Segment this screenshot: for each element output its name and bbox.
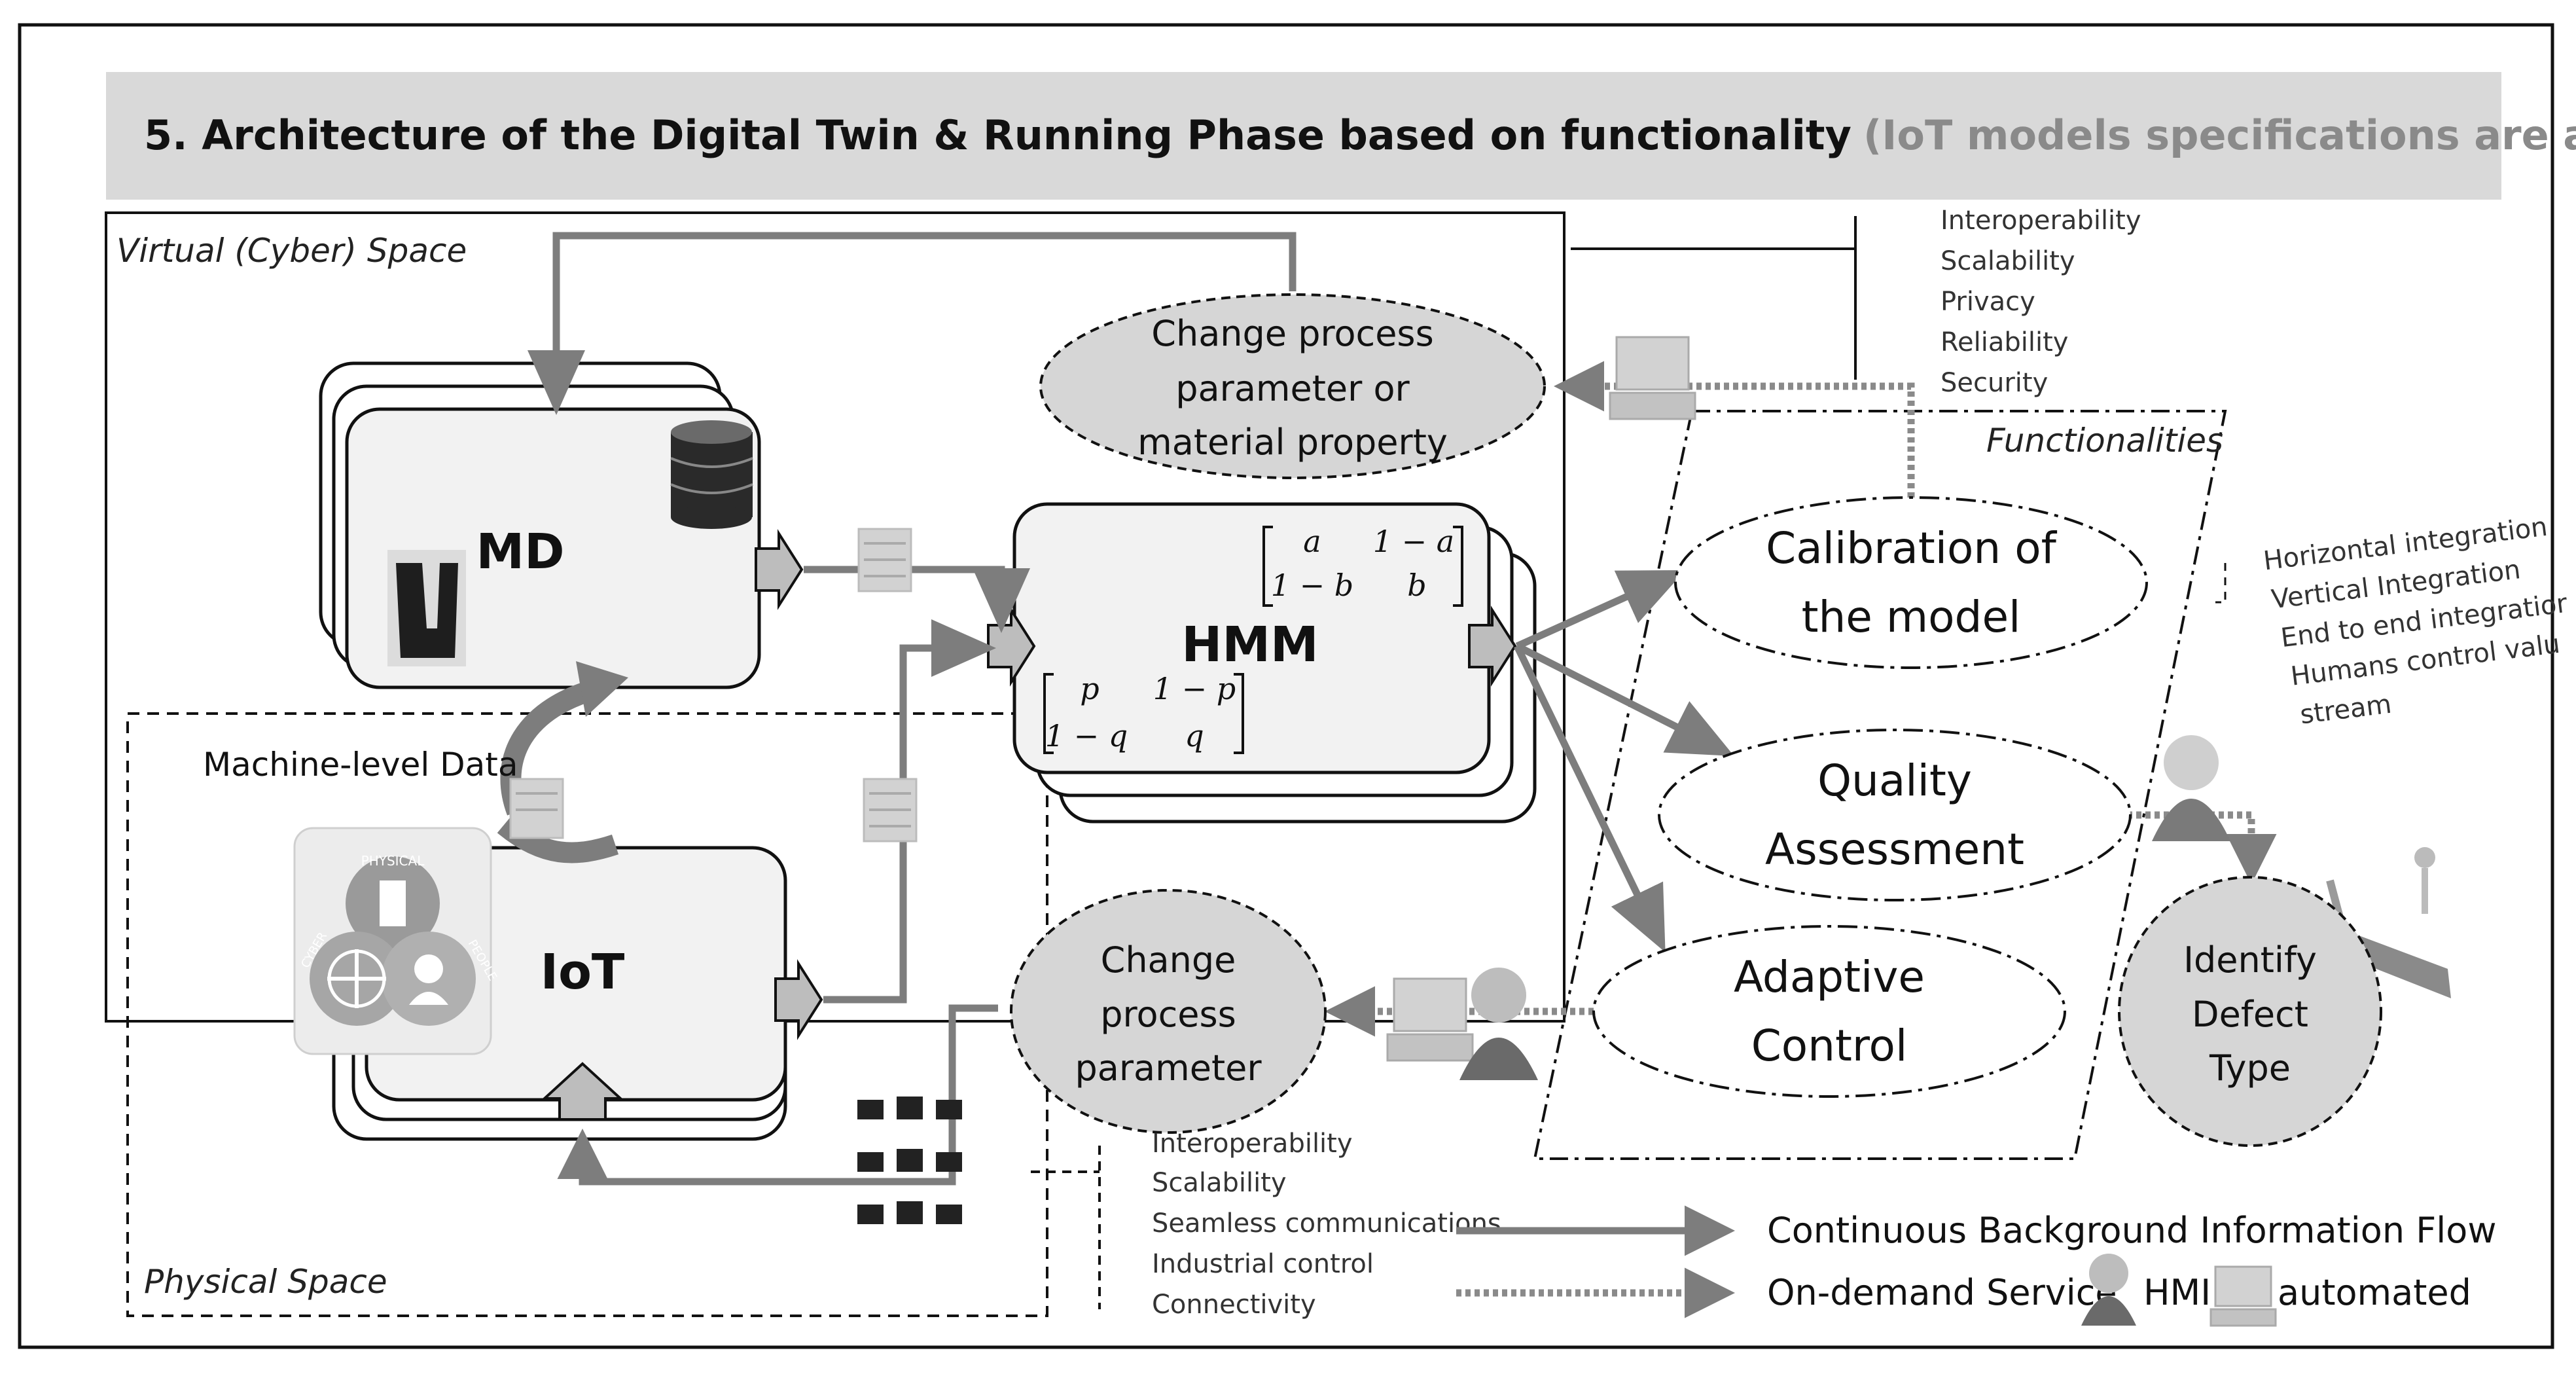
quality-line1: Quality	[1817, 755, 1972, 806]
legend: Continuous Background Information Flow O…	[1456, 1205, 2497, 1327]
hmi-operator-icon-right	[2152, 735, 2230, 841]
flow-hmm-to-calibration	[1515, 570, 1686, 650]
spec-list-bottom: Interoperability Scalability Seamless co…	[1152, 1129, 1501, 1320]
functionalities-frame	[1533, 410, 2227, 1160]
identify-line1: Identify	[2183, 939, 2317, 981]
packet-icon-machine-data	[509, 778, 564, 839]
hmi-operator-icon-bottom	[1459, 968, 1538, 1080]
change-bottom-line3: parameter	[1075, 1047, 1262, 1089]
identify-line3: Type	[2209, 1047, 2291, 1089]
iot-out-arrow-icon	[774, 959, 823, 1040]
physical-space-label: Physical Space	[144, 1263, 387, 1301]
outer-frame	[18, 23, 2554, 1349]
change-bottom-line2: process	[1100, 994, 1236, 1035]
packet-icon-md-hmm	[857, 528, 912, 592]
legend-ondemand-text: On-demand Service	[1767, 1272, 2117, 1313]
spec-top-1: Interoperability	[1941, 206, 2141, 236]
functionalities-label: Functionalities	[1986, 422, 2223, 460]
packet-icon-iot-hmm	[863, 778, 918, 843]
calibration-line2: the model	[1802, 592, 2021, 642]
flow-iot-to-md-arrowhead-icon	[576, 661, 628, 717]
automated-computer-icon-top	[1609, 336, 1696, 420]
spec-bottom-1: Interoperability	[1152, 1129, 1353, 1159]
change-bottom-line1: Change	[1101, 939, 1236, 981]
adaptive-line2: Control	[1751, 1021, 1908, 1071]
legend-automated-icon	[2209, 1265, 2277, 1327]
legend-hmi-icon	[2081, 1254, 2136, 1326]
iot-label: IoT	[541, 944, 625, 1000]
page-subtitle: (IoT models specifications are also indi…	[1863, 111, 2576, 159]
database-icon	[670, 420, 753, 529]
header-band	[106, 72, 2501, 200]
machine-data-label: Machine-level Data	[203, 746, 518, 784]
cyber-physical-people-icon: PHYSICAL CYBER PEOPLE	[293, 827, 499, 1055]
adaptive-line1: Adaptive	[1734, 952, 1925, 1002]
material-sample-icon	[387, 550, 466, 666]
quality-line2: Assessment	[1765, 824, 2024, 875]
matrix-p-r2c2: q	[1185, 718, 1204, 753]
spec-top-3: Privacy	[1941, 287, 2035, 317]
matrix-p-r2c1: 1 − q	[1045, 718, 1128, 753]
md-label: MD	[476, 524, 564, 580]
flow-hmm-to-quality	[1515, 643, 1734, 756]
matrix-p-r1c2: 1 − p	[1153, 671, 1236, 706]
matrix-a-r2c1: 1 − b	[1271, 568, 1354, 603]
matrix-a-r1c2: 1 − a	[1373, 524, 1454, 559]
calibration-line1: Calibration of	[1766, 523, 2057, 573]
legend-automated-text: automated	[2278, 1272, 2471, 1313]
right-spec-leader	[2215, 563, 2227, 604]
matrix-a-r1c1: a	[1303, 524, 1321, 559]
change-top-line1: Change process	[1151, 313, 1433, 354]
spec-bottom-4: Industrial control	[1152, 1249, 1374, 1279]
node-adaptive-control: Adaptive Control	[1592, 925, 2066, 1098]
transition-matrix-ab: a 1 − a 1 − b b	[1262, 524, 1463, 607]
node-change-process-material: Change process parameter or material pro…	[1039, 293, 1546, 479]
identify-line2: Defect	[2192, 994, 2308, 1035]
legend-continuous-text: Continuous Background Information Flow	[1767, 1210, 2497, 1251]
node-calibration: Calibration of the model	[1674, 496, 2148, 669]
change-top-line3: material property	[1137, 422, 1448, 463]
spec-bottom-3: Seamless communications	[1152, 1208, 1501, 1239]
iot-in-arrow-icon	[541, 1062, 624, 1121]
node-quality: Quality Assessment	[1658, 729, 2132, 901]
hmm-label: HMM	[1181, 617, 1318, 673]
node-identify-defect: Identify Defect Type	[2118, 876, 2382, 1147]
ondemand-calibration-to-change	[1554, 361, 1915, 498]
spec-list-right: Horizontal integration Vertical Integrat…	[2262, 512, 2569, 731]
matrix-p-r1c1: p	[1080, 671, 1099, 706]
virtual-space-label: Virtual (Cyber) Space	[116, 232, 467, 270]
md-out-arrow-icon	[755, 529, 804, 610]
page-title: 5. Architecture of the Digital Twin & Ru…	[144, 111, 1851, 159]
spec-bottom-2: Scalability	[1152, 1168, 1287, 1198]
icon-physical-text: PHYSICAL	[361, 853, 425, 869]
emission-matrix-pq: p 1 − p 1 − q q	[1043, 671, 1244, 754]
matrix-a-r2c2: b	[1407, 568, 1426, 603]
flow-change-to-md	[528, 232, 1297, 415]
industrial-machines-icon	[857, 1097, 962, 1224]
spec-top-4: Reliability	[1941, 327, 2068, 357]
flow-change-to-iot	[557, 1004, 998, 1186]
virtual-space-frame	[105, 211, 1565, 1023]
flow-hmm-to-adaptive	[1514, 644, 1666, 952]
change-top-line2: parameter or	[1175, 368, 1410, 409]
spec-bottom-5: Connectivity	[1152, 1290, 1316, 1320]
spec-top-5: Security	[1941, 368, 2048, 398]
spec-list-top: Interoperability Scalability Privacy Rel…	[1941, 206, 2141, 398]
automated-computer-icon-bottom	[1386, 977, 1474, 1062]
header-text: 5. Architecture of the Digital Twin & Ru…	[144, 111, 2576, 159]
legend-hmi-text: HMI	[2143, 1272, 2211, 1313]
node-change-process-parameter: Change process parameter	[1010, 889, 1327, 1134]
hmm-out-arrow-icon	[1468, 606, 1517, 687]
spec-top-2: Scalability	[1941, 246, 2075, 276]
spec-right-5: stream	[2299, 689, 2393, 731]
